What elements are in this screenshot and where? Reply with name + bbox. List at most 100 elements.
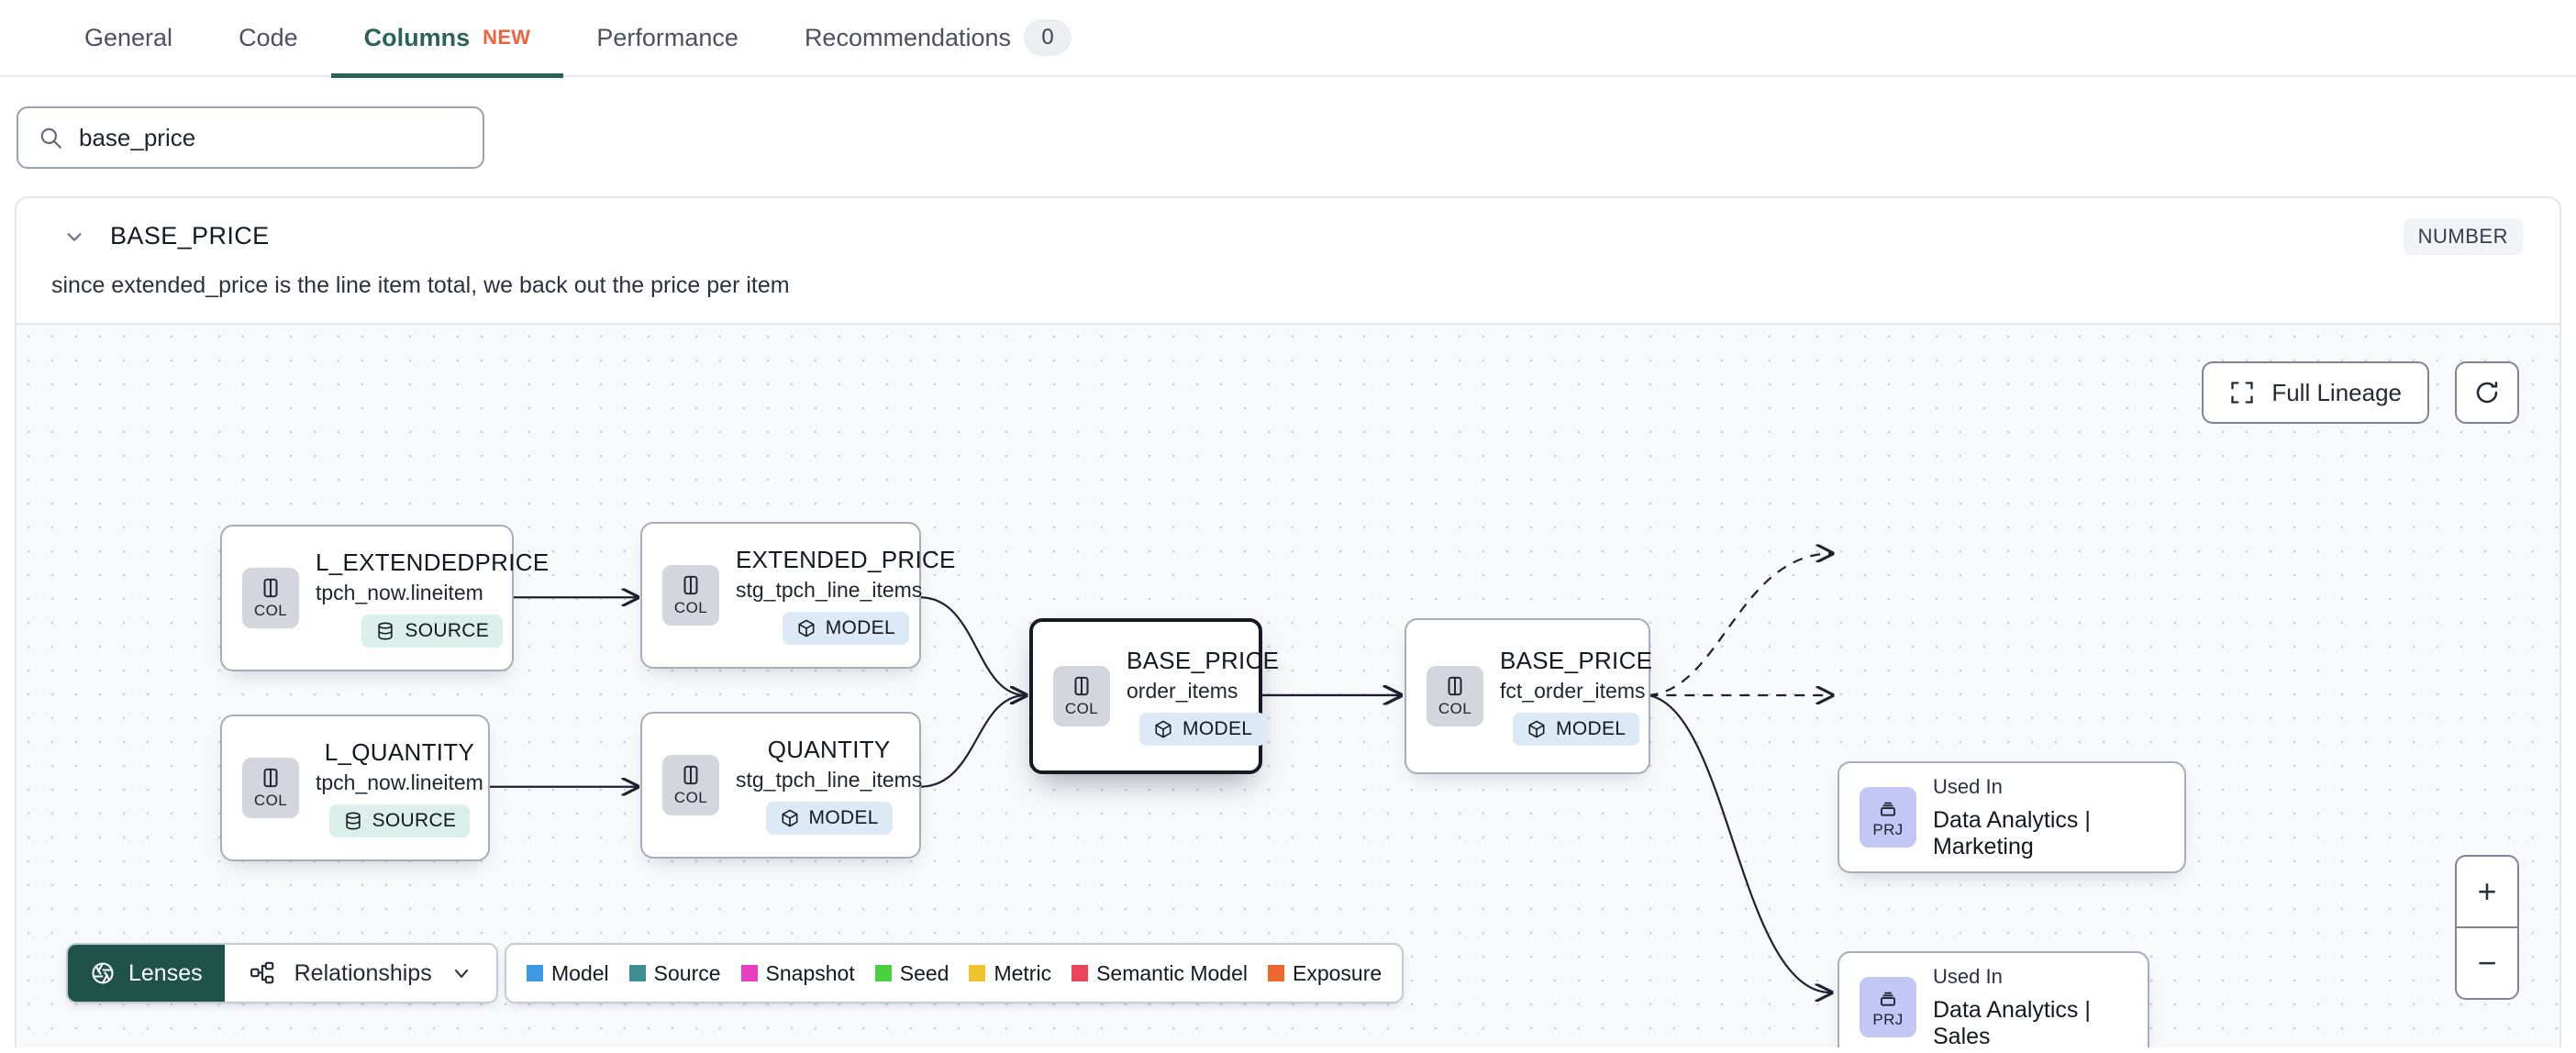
node-type-pill: MODEL xyxy=(1513,713,1640,746)
tab-performance[interactable]: Performance xyxy=(563,0,772,76)
node-type-pill: MODEL xyxy=(1139,713,1267,746)
full-lineage-button[interactable]: Full Lineage xyxy=(2202,361,2429,424)
tab-label: Code xyxy=(239,23,298,51)
lineage-node-base-price-fct-order-items[interactable]: COL BASE_PRICE fct_order_items MODEL xyxy=(1405,618,1652,774)
node-title: L_EXTENDEDPRICE xyxy=(316,549,550,576)
tab-label: Performance xyxy=(596,23,738,51)
node-type-pill-label: SOURCE xyxy=(372,810,457,831)
zoom-controls[interactable]: + − xyxy=(2455,855,2519,1000)
legend-item-metric: Metric xyxy=(969,961,1051,986)
col-type-icon: COL xyxy=(242,758,299,818)
legend-item-exposure: Exposure xyxy=(1268,961,1382,986)
col-type-label: COL xyxy=(673,599,708,616)
node-body: QUANTITY stg_tpch_line_items MODEL xyxy=(736,736,922,835)
node-title: Data Analytics | Sales xyxy=(1933,996,2091,1048)
cube-icon xyxy=(782,809,798,827)
tab-label: General xyxy=(84,23,173,51)
node-title: L_QUANTITY xyxy=(324,738,475,766)
lenses-toolbar: Lenses Relationships xyxy=(66,943,498,1003)
legend-swatch xyxy=(874,965,892,981)
legend-item-snapshot: Snapshot xyxy=(740,960,855,986)
lineage-node-quantity[interactable]: COL QUANTITY stg_tpch_line_items MODEL xyxy=(640,712,922,859)
refresh-button[interactable] xyxy=(2455,361,2519,424)
legend-swatch xyxy=(740,965,758,981)
chevron-down-icon[interactable] xyxy=(64,227,84,247)
node-used-in-label: Used In xyxy=(1933,774,2003,798)
col-type-icon: COL xyxy=(1427,666,1483,726)
lineage-edges xyxy=(489,325,2559,1047)
expand-frame-icon xyxy=(2231,382,2254,404)
project-icon xyxy=(1881,992,1895,1006)
recommendations-count-badge: 0 xyxy=(1024,19,1072,56)
relationships-dropdown[interactable]: Relationships xyxy=(224,945,496,1002)
legend-swatch xyxy=(1071,965,1089,981)
lineage-canvas[interactable]: COL L_EXTENDEDPRICE tpch_now.lineitem SO… xyxy=(15,323,2561,1047)
col-type-label: COL xyxy=(1064,700,1099,717)
lineage-node-base-price-order-items[interactable]: COL BASE_PRICE order_items MODEL xyxy=(1029,618,1279,774)
project-icon xyxy=(1881,802,1895,816)
node-type-pill: MODEL xyxy=(765,802,893,835)
node-type-pill: MODEL xyxy=(782,612,909,645)
node-body: BASE_PRICE fct_order_items MODEL xyxy=(1500,647,1652,746)
node-subtitle: tpch_now.lineitem xyxy=(316,770,483,794)
page-title: BASE_PRICE xyxy=(110,222,270,249)
lineage-node-l-extendedprice[interactable]: COL L_EXTENDEDPRICE tpch_now.lineitem SO… xyxy=(220,525,549,671)
zoom-in-button[interactable]: + xyxy=(2457,857,2517,928)
refresh-icon xyxy=(2476,382,2498,404)
col-type-icon: COL xyxy=(1053,666,1110,726)
legend-item-source: Source xyxy=(628,960,721,986)
legend-label: Model xyxy=(551,960,609,985)
legend-swatch xyxy=(527,965,543,981)
lineage-node-project-sales[interactable]: PRJ Used In Data Analytics | Sales xyxy=(1838,951,2149,1047)
legend-label: Snapshot xyxy=(765,960,855,985)
tab-label: Columns xyxy=(363,23,471,51)
legend-swatch xyxy=(628,965,646,981)
tab-general[interactable]: General xyxy=(51,0,205,76)
lineage-node-extended-price[interactable]: COL EXTENDED_PRICE stg_tpch_line_items M… xyxy=(640,522,955,669)
node-title: BASE_PRICE xyxy=(1127,647,1280,674)
node-body: L_EXTENDEDPRICE tpch_now.lineitem SOURCE xyxy=(316,549,549,648)
col-type-label: COL xyxy=(673,789,708,806)
column-icon xyxy=(683,765,698,785)
prj-type-icon: PRJ xyxy=(1860,787,1916,848)
node-subtitle: tpch_now.lineitem xyxy=(316,581,483,604)
column-icon xyxy=(1448,676,1462,696)
column-description: since extended_price is the line item to… xyxy=(51,272,790,298)
lineage-node-project-marketing[interactable]: PRJ Used In Data Analytics | Marketing xyxy=(1838,761,2186,873)
node-body: Used In Data Analytics | Marketing xyxy=(1933,775,2164,860)
legend-label: Source xyxy=(653,960,721,985)
column-icon xyxy=(263,578,278,598)
search-area: base_price xyxy=(0,77,2576,169)
col-type-label: COL xyxy=(1438,700,1472,717)
node-title: QUANTITY xyxy=(767,736,891,763)
search-input-value: base_price xyxy=(79,123,196,151)
node-type-pill-label: MODEL xyxy=(808,807,879,828)
lineage-legend: Model Source Snapshot Seed Metric Semant… xyxy=(505,943,1405,1003)
column-header[interactable]: BASE_PRICE NUMBER xyxy=(17,198,2559,255)
database-icon xyxy=(378,622,394,640)
new-badge: NEW xyxy=(483,26,531,49)
node-body: Used In Data Analytics | Sales xyxy=(1933,965,2127,1048)
node-body: BASE_PRICE order_items MODEL xyxy=(1127,647,1279,746)
legend-label: Metric xyxy=(994,960,1052,985)
node-type-pill-label: MODEL xyxy=(1183,718,1253,739)
lineage-node-l-quantity[interactable]: COL L_QUANTITY tpch_now.lineitem SOURCE xyxy=(220,715,490,861)
node-body: L_QUANTITY tpch_now.lineitem SOURCE xyxy=(316,738,483,837)
node-type-pill-label: MODEL xyxy=(1556,718,1627,739)
lenses-label: Lenses xyxy=(128,959,203,986)
lenses-button[interactable]: Lenses xyxy=(68,945,225,1002)
search-input[interactable]: base_price xyxy=(17,106,484,169)
tab-recommendations[interactable]: Recommendations 0 xyxy=(772,0,1105,76)
edge xyxy=(919,695,1027,788)
zoom-out-button[interactable]: − xyxy=(2477,944,2497,981)
relationship-nodes-icon xyxy=(250,961,273,984)
tab-code[interactable]: Code xyxy=(205,0,331,76)
tab-columns[interactable]: Columns NEW xyxy=(330,0,564,78)
column-icon xyxy=(683,575,698,595)
relationships-label: Relationships xyxy=(294,959,432,986)
legend-item-semantic-model: Semantic Model xyxy=(1071,961,1248,986)
col-type-icon: COL xyxy=(242,568,299,628)
cube-icon xyxy=(1155,720,1171,738)
node-type-pill: SOURCE xyxy=(328,804,471,837)
col-type-label: COL xyxy=(253,602,288,619)
